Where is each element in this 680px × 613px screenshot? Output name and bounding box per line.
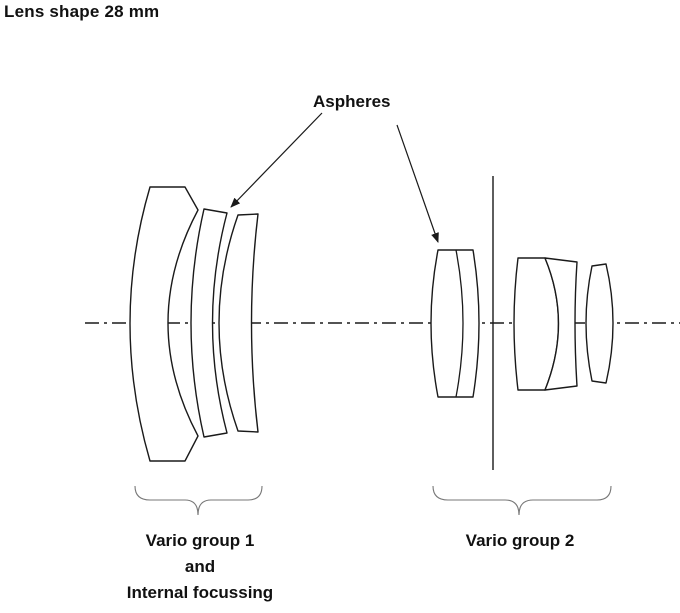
vario-group-2-line-1: Vario group 2: [465, 531, 575, 550]
group-2-negative-lens: [544, 257, 578, 391]
vario-group-2-label: Vario group 2: [440, 528, 600, 554]
vario-group-1-brace: [134, 485, 263, 516]
vario-group-2-brace: [432, 485, 612, 516]
vario-group-1-label: Vario group 1 and Internal focussing: [110, 528, 290, 606]
vario-group-2-lenses: [430, 249, 614, 398]
asphere-doublet: [430, 249, 480, 398]
group-1-third-lens: [218, 213, 259, 433]
asphere-arrow-left: [230, 112, 323, 208]
vario-group-1-line-2: and: [184, 557, 216, 576]
front-meniscus-lens: [129, 186, 199, 462]
diagram-title: Lens shape 28 mm: [4, 2, 160, 21]
vario-group-1-line-3: Internal focussing: [126, 583, 274, 602]
vario-group-1-line-1: Vario group 1: [145, 531, 255, 550]
doublet-cement-surface: [455, 249, 464, 398]
vario-group-1-lenses: [129, 186, 259, 462]
aspheres-label: Aspheres: [313, 92, 391, 111]
asphere-arrow-right: [396, 124, 439, 243]
asphere-lens-1: [190, 208, 228, 438]
rear-lens: [585, 263, 614, 384]
